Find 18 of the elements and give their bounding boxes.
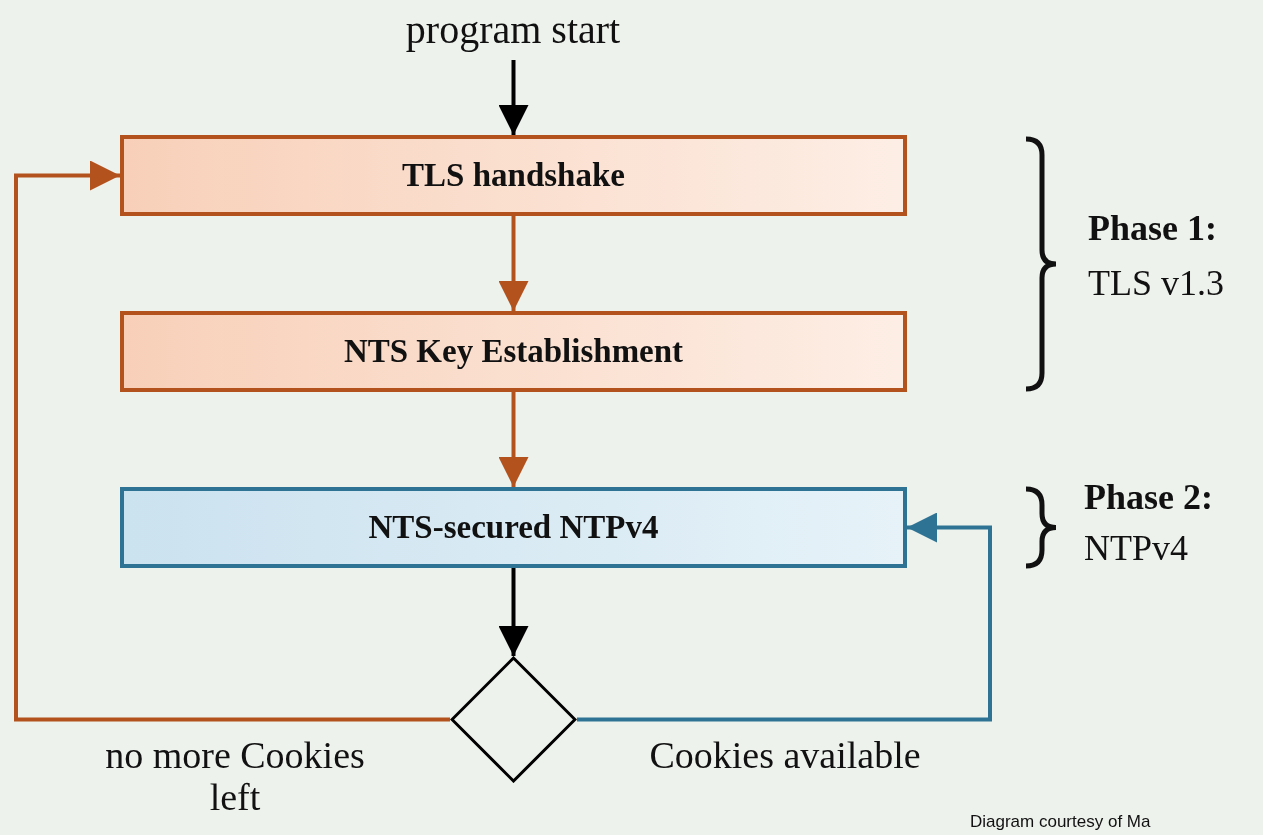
arrow [498,568,529,656]
process-box: NTS-secured NTPv4 [120,487,907,568]
arrow [577,512,992,722]
phase-protocol: TLS v1.3 [1088,262,1224,304]
decision-diamond [450,656,577,783]
arrow [14,160,450,722]
edge-label: Cookies available [648,735,922,777]
phase-heading: Phase 2: [1084,476,1213,518]
phase-heading: Phase 1: [1088,207,1217,249]
process-box: TLS handshake [120,135,907,216]
edge-label: no more Cookies left [104,735,366,819]
arrow [498,216,529,311]
start-label: program start [370,0,656,58]
credit-note: Diagram courtesy of Ma [970,812,1151,832]
phase-protocol: NTPv4 [1084,527,1188,569]
arrow [498,392,529,487]
arrow [498,60,529,135]
process-box: NTS Key Establishment [120,311,907,392]
